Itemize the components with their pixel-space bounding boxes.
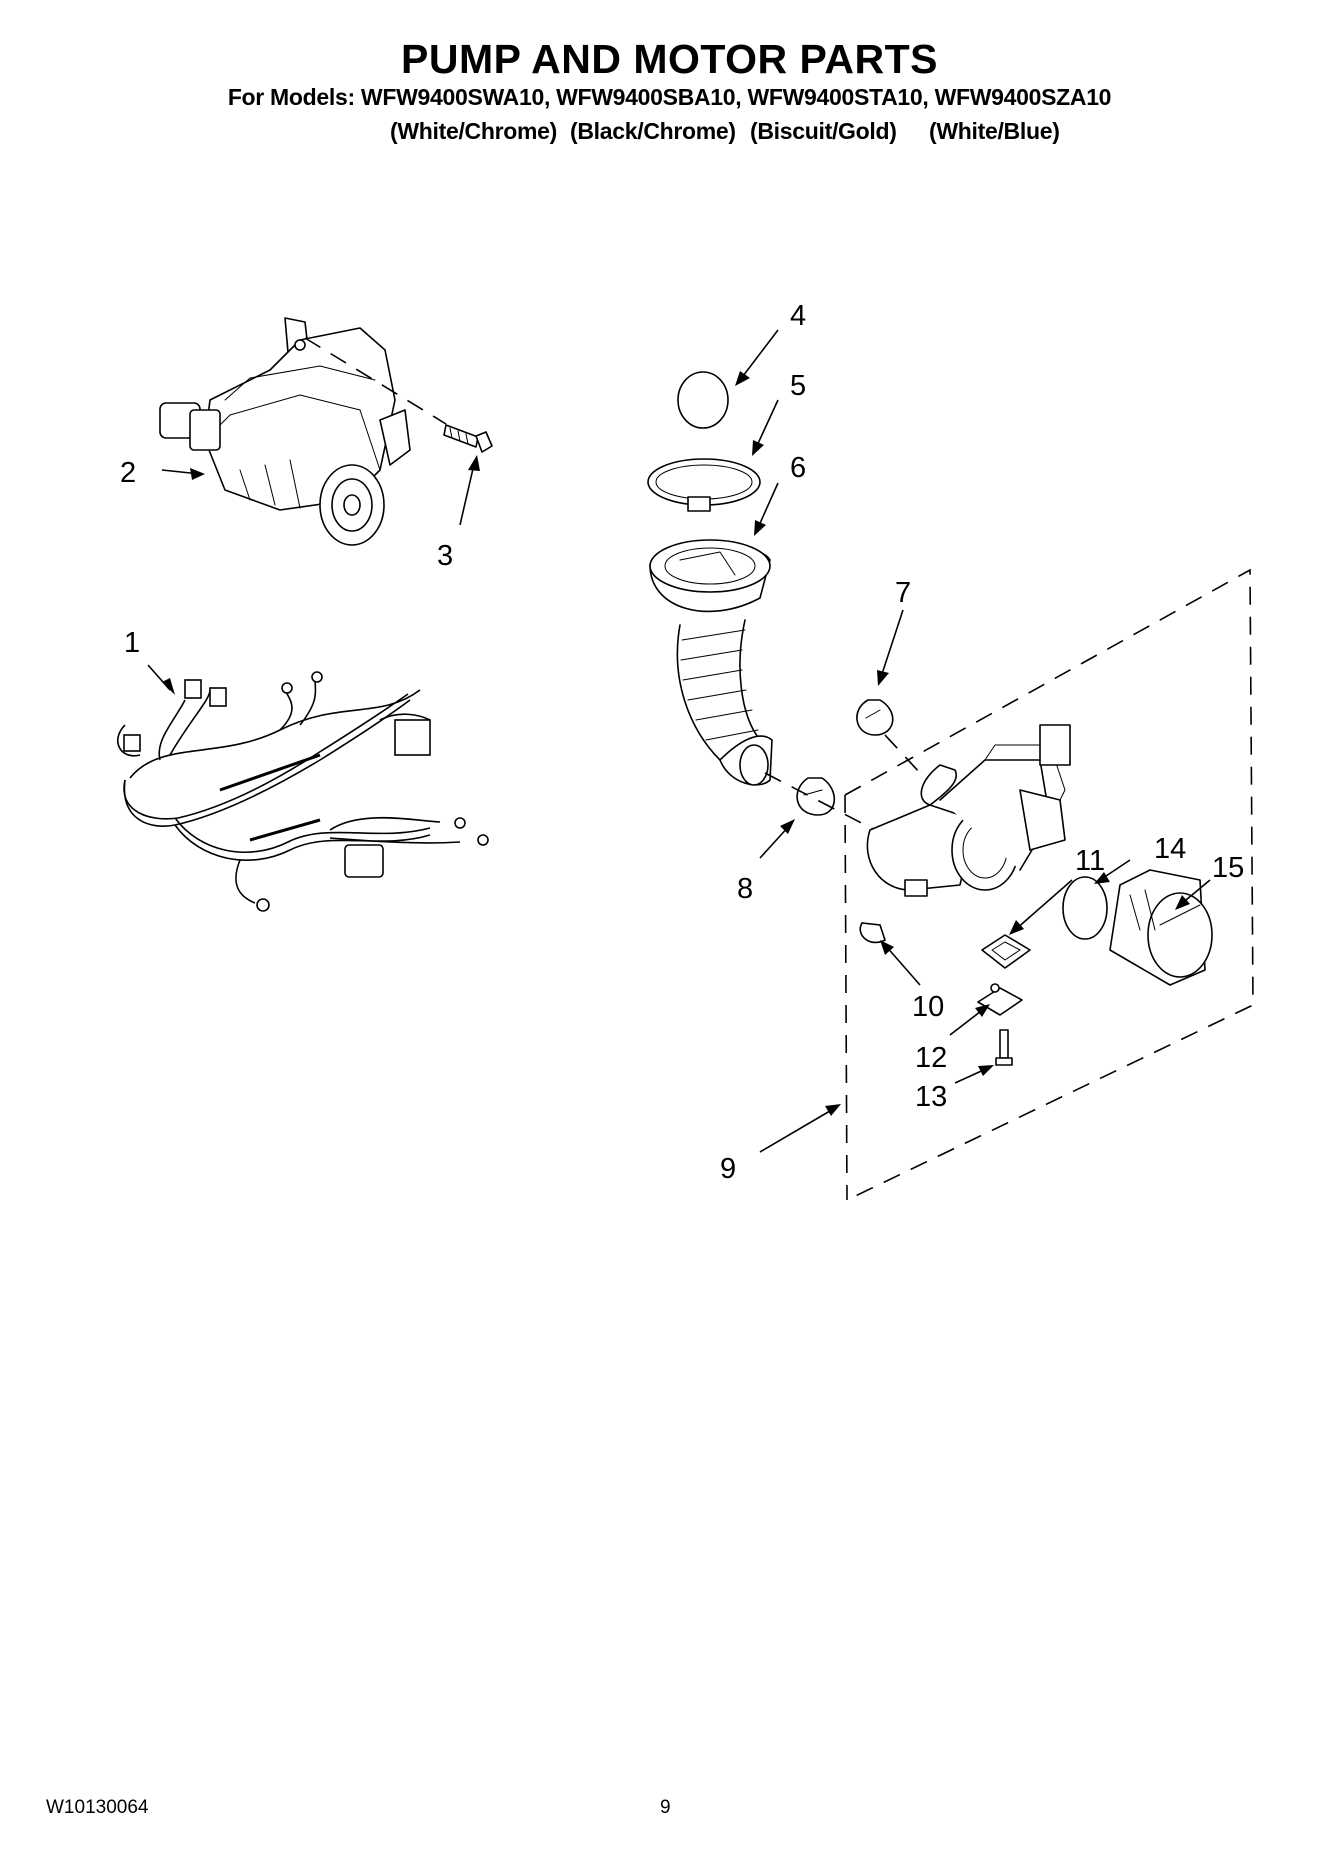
pump-assembly-outline-left (844, 794, 848, 1201)
wire-harness (116, 671, 489, 912)
callout-11: 11 (1075, 845, 1105, 877)
page-title: PUMP AND MOTOR PARTS (401, 36, 938, 82)
color-biscuit-gold: (Biscuit/Gold) (750, 118, 897, 144)
callout-1: 1 (124, 627, 140, 659)
hose-clamp-ring (647, 458, 761, 512)
callout-9: 9 (720, 1153, 736, 1185)
callout-14: 14 (1154, 833, 1186, 865)
sump-hose (649, 539, 773, 786)
page-number: 9 (660, 1797, 671, 1818)
color-white-blue: (White/Blue) (929, 118, 1060, 144)
callout-8: 8 (737, 873, 753, 905)
hose-clip-7 (856, 699, 894, 736)
pump-gasket-11 (981, 934, 1031, 969)
pump-clip-10 (859, 922, 886, 944)
callout-5: 5 (790, 370, 806, 402)
pump-bracket-12 (977, 983, 1023, 1016)
callout-10: 10 (912, 991, 944, 1023)
pump-cap-disc (677, 371, 729, 429)
bolt-alignment-line (304, 337, 447, 425)
callout-3: 3 (437, 540, 453, 572)
filter-o-ring-14 (1062, 876, 1108, 940)
callout-13: 13 (915, 1081, 947, 1113)
document-number: W10130064 (46, 1797, 149, 1818)
callout-2: 2 (120, 457, 136, 489)
color-black-chrome: (Black/Chrome) (570, 118, 736, 144)
callout-15: 15 (1212, 852, 1244, 884)
callout-7: 7 (895, 577, 911, 609)
callout-4: 4 (790, 300, 806, 332)
models-line: For Models: WFW9400SWA10, WFW9400SBA10, … (227, 84, 1112, 110)
drain-pump (866, 724, 1071, 897)
pump-assembly-outline (844, 568, 1254, 1201)
motor-bolt (443, 424, 493, 453)
pump-screw-13 (995, 1029, 1013, 1066)
hose-clip-8 (796, 777, 836, 816)
drive-motor (159, 317, 411, 546)
pump-filter-15 (1109, 869, 1213, 986)
hose-alignment-line (764, 772, 876, 831)
callout-12: 12 (915, 1042, 947, 1074)
leader-arrows (147, 329, 1211, 1153)
color-white-chrome: (White/Chrome) (390, 118, 558, 144)
callout-6: 6 (790, 452, 806, 484)
